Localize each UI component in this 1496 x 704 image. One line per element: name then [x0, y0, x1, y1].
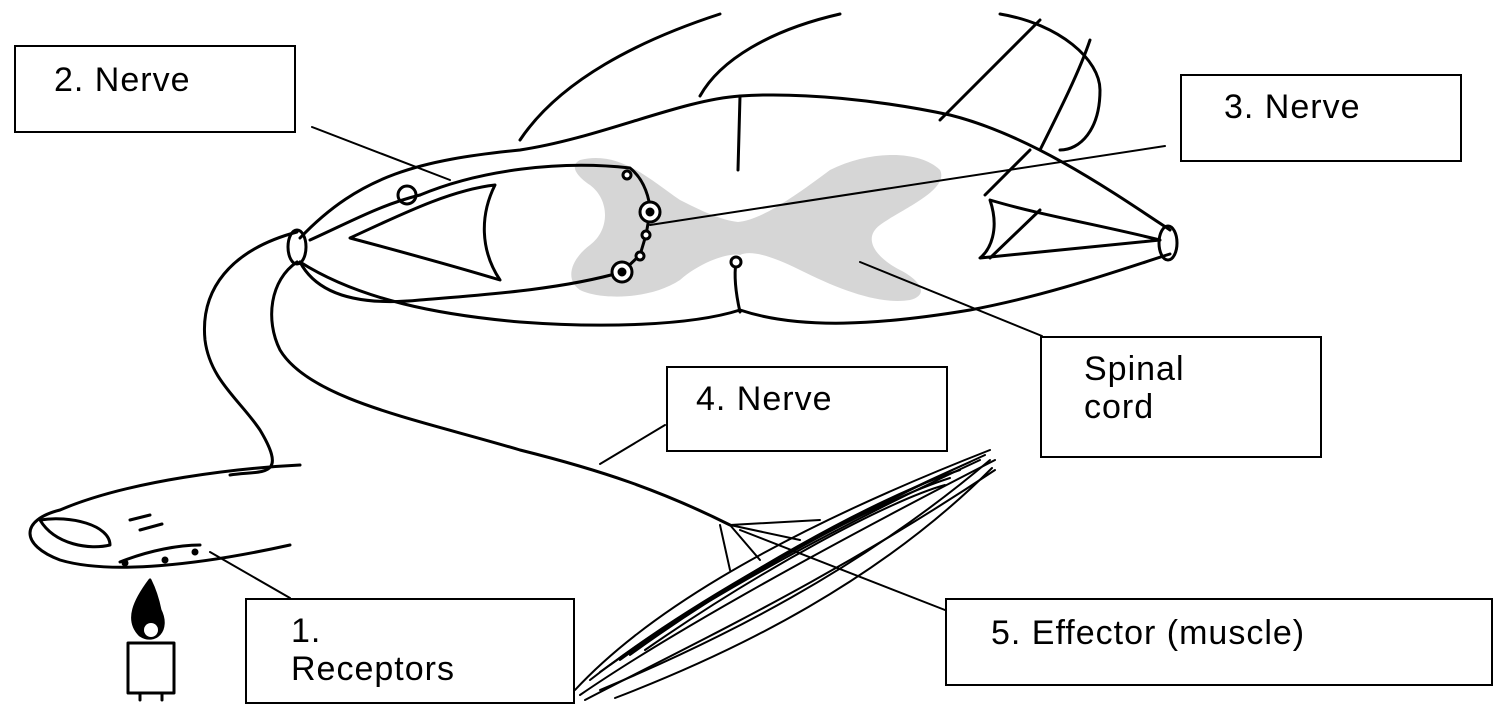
label-receptors: 1. Receptors	[245, 598, 575, 704]
label-spinal-cord-line1: Spinal	[1084, 350, 1320, 388]
label-nerve-3-text: 3. Nerve	[1224, 88, 1460, 126]
candle-flame-icon	[128, 580, 174, 700]
label-nerve-4-text: 4. Nerve	[696, 380, 946, 418]
motor-nerve	[272, 262, 730, 525]
label-nerve-3: 3. Nerve	[1180, 74, 1462, 162]
label-nerve-4: 4. Nerve	[666, 366, 948, 452]
label-nerve-2-text: 2. Nerve	[54, 61, 294, 99]
muscle	[575, 450, 995, 700]
label-spinal-cord: Spinal cord	[1040, 336, 1322, 458]
label-nerve-2: 2. Nerve	[14, 45, 296, 133]
label-receptors-line1: 1.	[291, 612, 573, 650]
label-spinal-cord-line2: cord	[1084, 388, 1320, 426]
label-receptors-line2: Receptors	[291, 650, 573, 688]
label-effector: 5. Effector (muscle)	[945, 598, 1493, 686]
finger	[30, 465, 300, 567]
label-effector-text: 5. Effector (muscle)	[991, 614, 1491, 652]
